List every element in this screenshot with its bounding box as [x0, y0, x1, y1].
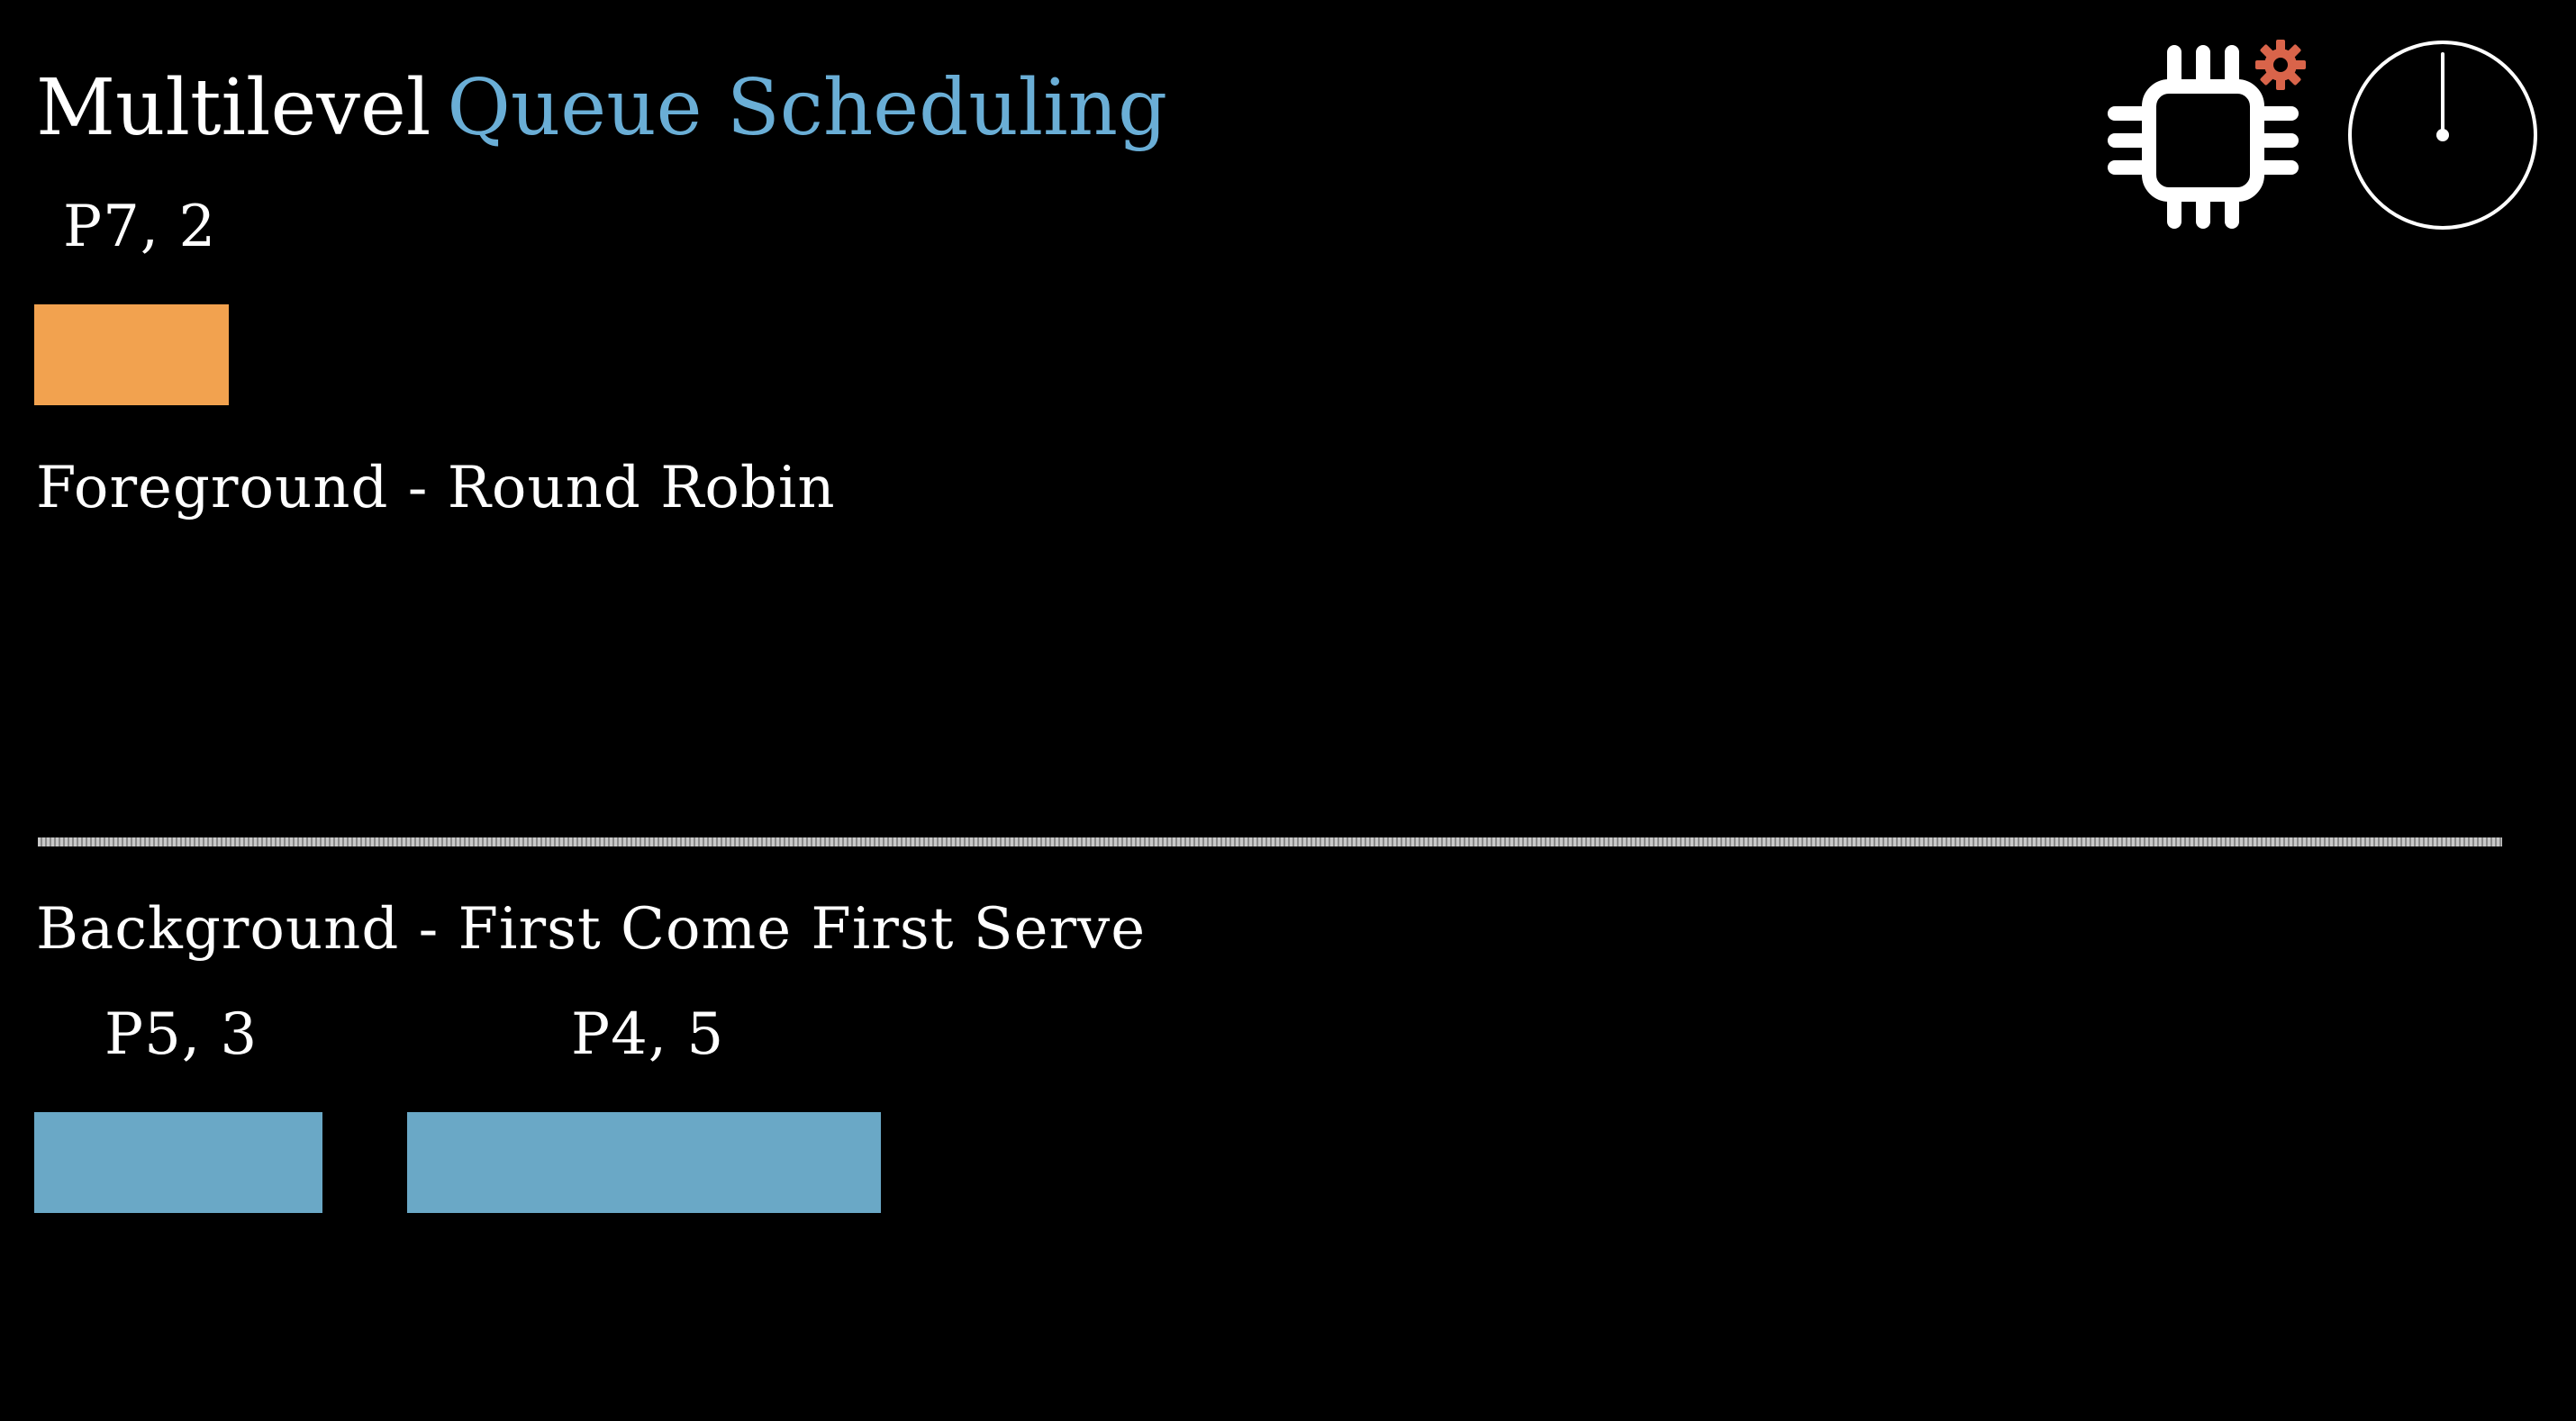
foreground-queue-label: Foreground - Round Robin — [36, 455, 836, 521]
title-part-multilevel: Multilevel — [36, 63, 431, 153]
page-title: Multilevel Queue Scheduling — [36, 63, 1167, 153]
queue-divider — [38, 837, 2502, 846]
background-queue-label: Background - First Come First Serve — [36, 896, 1147, 963]
clock-icon — [2348, 41, 2537, 230]
process-label-p5: P5, 3 — [104, 1001, 259, 1068]
process-label-p4: P4, 5 — [571, 1001, 725, 1068]
process-label-p7: P7, 2 — [63, 194, 217, 260]
cpu-chip-icon — [2108, 45, 2299, 229]
title-part-queue-scheduling: Queue Scheduling — [447, 63, 1168, 153]
gear-icon — [2255, 40, 2306, 90]
process-block-p4 — [407, 1112, 881, 1213]
process-block-p7 — [34, 304, 229, 405]
process-block-p5 — [34, 1112, 322, 1213]
